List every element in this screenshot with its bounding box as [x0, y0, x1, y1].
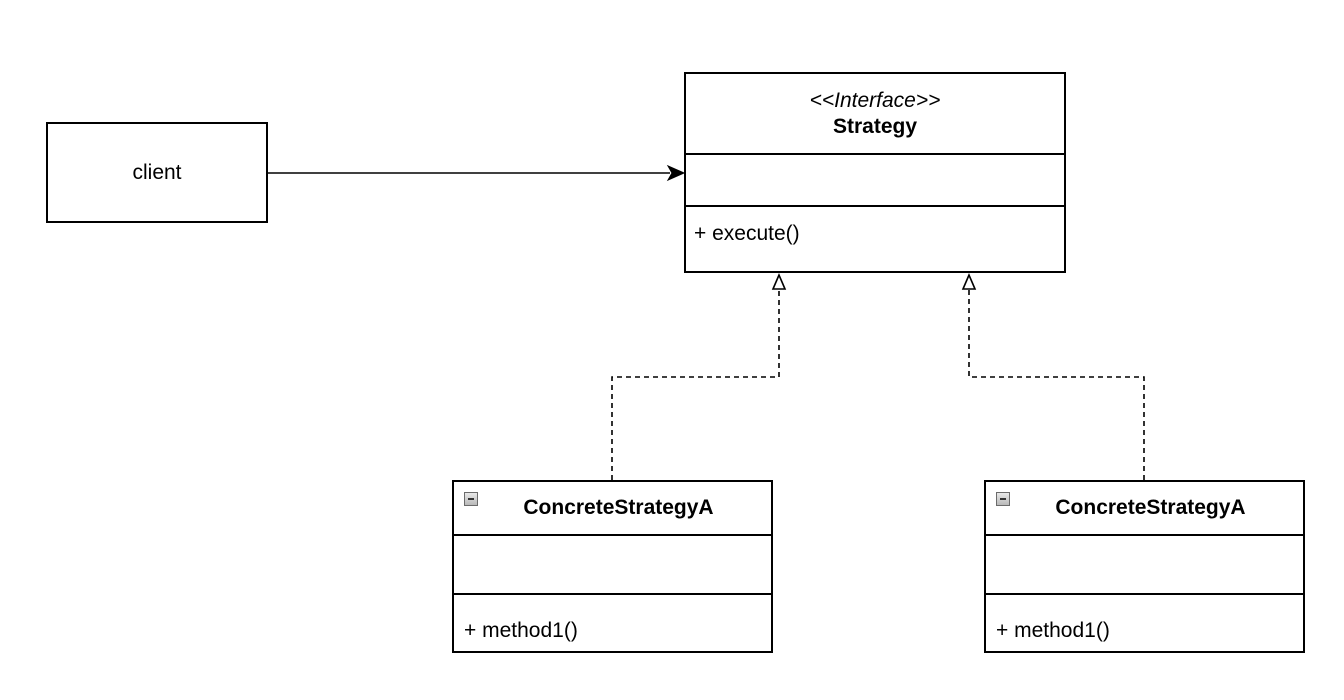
realization-line — [968, 289, 1145, 480]
class-header: ConcreteStrategyA — [986, 482, 1303, 536]
interface-header: <<Interface>> Strategy — [686, 74, 1064, 155]
class-operation: + method1() — [996, 619, 1110, 642]
class-attributes-section — [986, 534, 1303, 595]
client-label: client — [132, 160, 182, 184]
interface-name: Strategy — [832, 114, 918, 138]
client-box[interactable]: client — [46, 122, 268, 223]
realization-line — [611, 289, 780, 480]
class-name: ConcreteStrategyA — [1055, 496, 1246, 519]
realization-arrow-b[interactable] — [961, 272, 1145, 480]
class-operation: + method1() — [464, 619, 578, 642]
arrowhead-icon — [666, 164, 686, 182]
strategy-interface-box[interactable]: <<Interface>> Strategy + execute() — [684, 72, 1066, 273]
interface-attributes-section — [686, 153, 1064, 207]
hollow-triangle-icon — [961, 272, 977, 290]
collapse-icon[interactable] — [996, 492, 1010, 506]
association-arrow[interactable] — [268, 164, 686, 182]
class-name: ConcreteStrategyA — [523, 496, 714, 519]
class-attributes-section — [454, 534, 771, 595]
hollow-triangle-icon — [771, 272, 787, 290]
concrete-strategy-class-b[interactable]: ConcreteStrategyA + method1() — [984, 480, 1305, 653]
collapse-icon[interactable] — [464, 492, 478, 506]
class-header: ConcreteStrategyA — [454, 482, 771, 536]
realization-arrow-a[interactable] — [611, 272, 787, 480]
interface-stereotype: <<Interface>> — [809, 88, 941, 112]
interface-operation: + execute() — [694, 222, 800, 245]
concrete-strategy-class-a[interactable]: ConcreteStrategyA + method1() — [452, 480, 773, 653]
